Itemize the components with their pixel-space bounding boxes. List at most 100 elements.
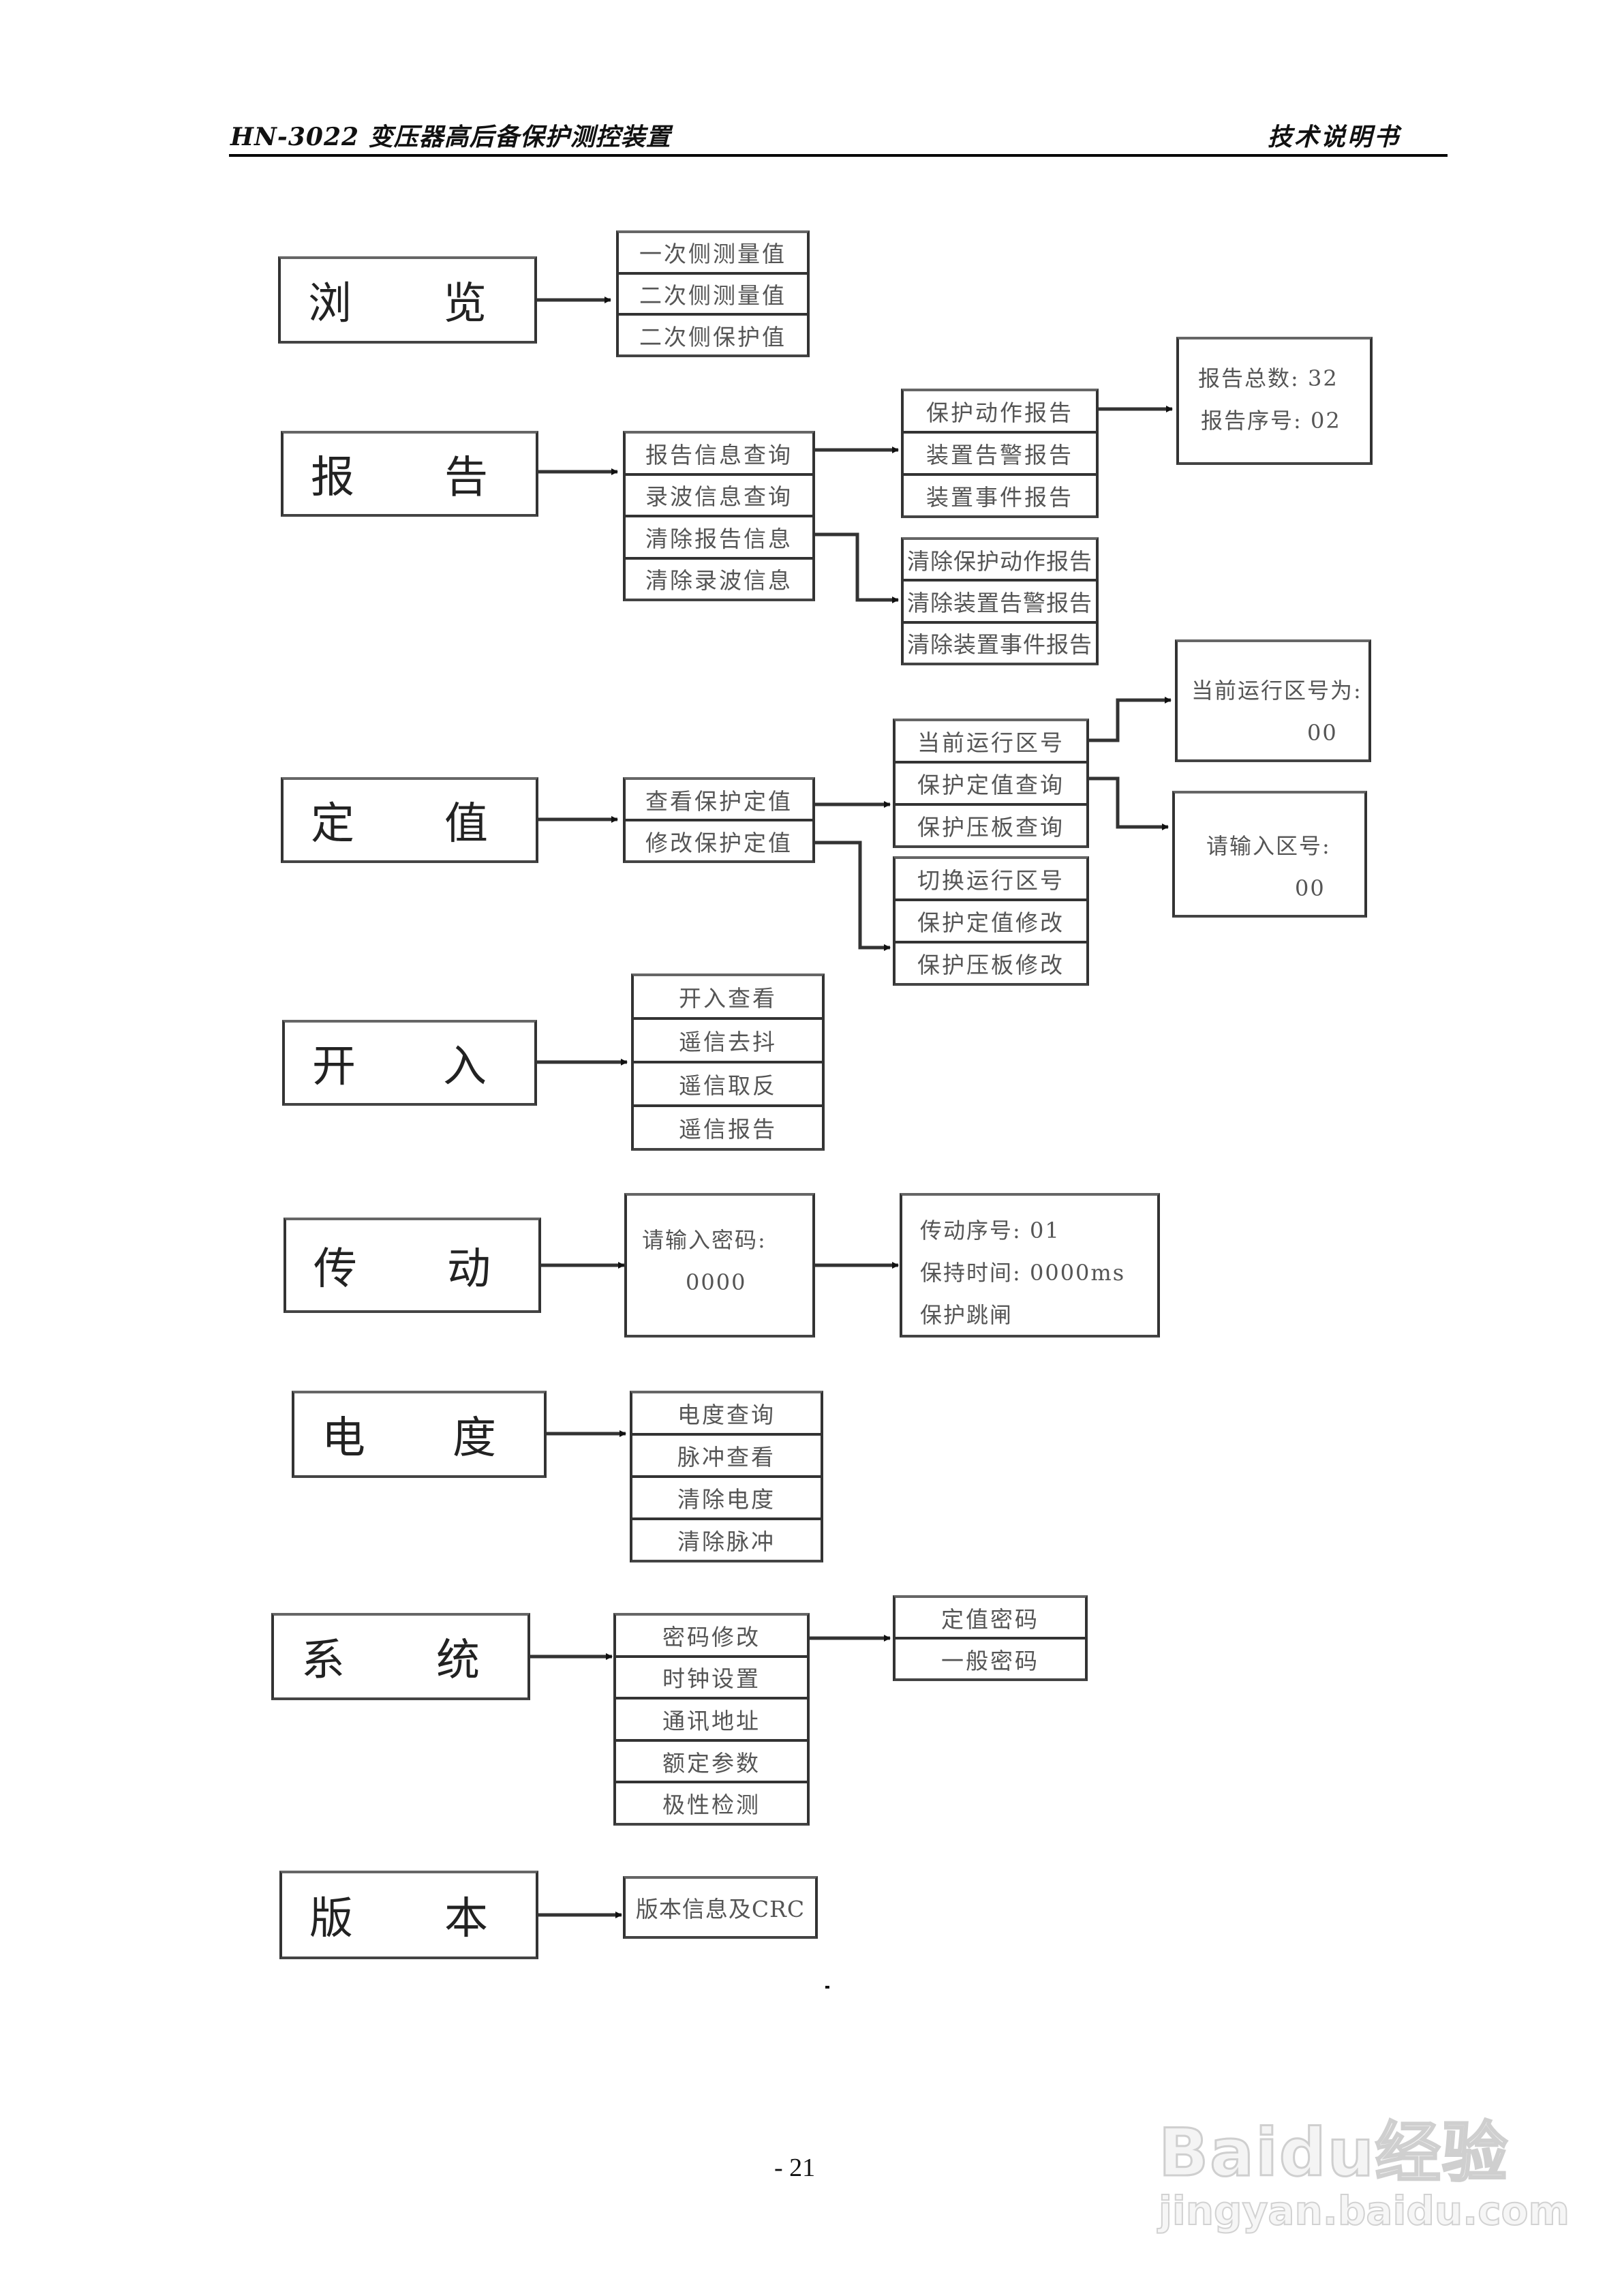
report-clear-item[interactable]: 清除保护动作报告	[904, 540, 1096, 582]
transmission-password-value[interactable]: 0000	[686, 1269, 747, 1295]
current-zone-panel: 当前运行区号为: 00	[1175, 639, 1371, 762]
transmission-seq-label: 传动序号:	[920, 1218, 1022, 1243]
system-submenu: 密码修改 时钟设置 通讯地址 额定参数 极性检测	[613, 1613, 810, 1826]
menu-system-label-a: 系	[301, 1635, 345, 1686]
binary-input-item[interactable]: 遥信报告	[679, 1116, 777, 1143]
system-password-submenu: 定值密码 一般密码	[893, 1595, 1088, 1681]
menu-energy-label-a: 电	[322, 1413, 365, 1464]
report-query-item[interactable]: 装置事件报告	[926, 484, 1073, 511]
setting-view-item[interactable]: 保护定值查询	[896, 764, 1086, 806]
version-item[interactable]: 版本信息及CRC	[635, 1896, 806, 1922]
setting-item[interactable]: 修改保护定值	[645, 829, 793, 856]
binary-input-item[interactable]: 遥信取反	[634, 1063, 822, 1107]
report-index-value: 02	[1310, 408, 1341, 434]
energy-item[interactable]: 电度查询	[632, 1393, 821, 1436]
system-password-item[interactable]: 定值密码	[896, 1598, 1085, 1640]
setting-modify-item[interactable]: 保护定值修改	[896, 901, 1086, 943]
system-password-item[interactable]: 一般密码	[941, 1647, 1039, 1674]
binary-input-item[interactable]: 开入查看	[634, 976, 822, 1020]
watermark-url: jingyan.baidu.com	[1158, 2187, 1570, 2235]
report-total-line: 报告总数: 32	[1198, 357, 1370, 399]
setting-view-item[interactable]: 当前运行区号	[896, 721, 1086, 764]
report-query-item[interactable]: 保护动作报告	[904, 391, 1096, 434]
menu-energy[interactable]: 电 度	[292, 1391, 547, 1478]
setting-item[interactable]: 查看保护定值	[626, 780, 812, 821]
report-clear-item[interactable]: 清除装置事件报告	[907, 631, 1092, 659]
setting-submenu: 查看保护定值 修改保护定值	[623, 777, 815, 863]
report-index-line: 报告序号: 02	[1198, 399, 1370, 442]
stray-mark	[825, 1986, 829, 1989]
menu-system[interactable]: 系 统	[271, 1613, 530, 1700]
browse-submenu: 一次侧测量值 二次侧测量值 二次侧保护值	[616, 230, 810, 357]
input-zone-panel: 请输入区号: 00	[1172, 791, 1367, 918]
report-clear-item[interactable]: 清除装置告警报告	[904, 581, 1096, 624]
current-zone-value: 00	[1307, 720, 1338, 746]
report-total-value: 32	[1307, 365, 1338, 391]
arrow-setting-current	[1089, 697, 1172, 742]
system-item[interactable]: 时钟设置	[616, 1658, 807, 1700]
arrow-setting-modify	[815, 841, 891, 951]
report-clear-submenu: 清除保护动作报告 清除装置告警报告 清除装置事件报告	[901, 537, 1099, 665]
menu-report-label-b: 告	[444, 453, 488, 503]
binary-input-item[interactable]: 遥信去抖	[634, 1020, 822, 1063]
transmission-seq-value: 01	[1029, 1218, 1060, 1243]
header-rule	[229, 154, 1448, 157]
setting-modify-submenu: 切换运行区号 保护定值修改 保护压板修改	[893, 856, 1089, 986]
document-type: 技术说明书	[1268, 123, 1401, 151]
system-item[interactable]: 额定参数	[616, 1742, 807, 1784]
setting-view-item[interactable]: 保护压板查询	[917, 814, 1065, 841]
menu-transmission[interactable]: 传 动	[284, 1218, 541, 1313]
setting-modify-item[interactable]: 切换运行区号	[896, 859, 1086, 901]
setting-modify-item[interactable]: 保护压板修改	[917, 952, 1065, 978]
current-zone-label: 当前运行区号为:	[1191, 678, 1362, 704]
menu-report[interactable]: 报 告	[281, 431, 538, 517]
browse-item[interactable]: 二次侧保护值	[639, 323, 786, 350]
menu-transmission-label-b: 动	[447, 1244, 491, 1295]
arrow-report-clear	[815, 532, 899, 603]
transmission-hold-value: 0000ms	[1029, 1260, 1126, 1286]
report-query-item[interactable]: 装置告警报告	[904, 434, 1096, 476]
energy-item[interactable]: 脉冲查看	[632, 1436, 821, 1478]
energy-item[interactable]: 清除脉冲	[677, 1528, 776, 1555]
energy-submenu: 电度查询 脉冲查看 清除电度 清除脉冲	[630, 1391, 823, 1562]
menu-transmission-label-a: 传	[313, 1244, 357, 1295]
report-total-label: 报告总数:	[1198, 365, 1300, 391]
menu-system-label-b: 统	[436, 1635, 480, 1686]
report-item[interactable]: 清除报告信息	[626, 517, 812, 560]
report-submenu: 报告信息查询 录波信息查询 清除报告信息 清除录波信息	[623, 431, 815, 601]
menu-browse-label-b: 览	[443, 279, 487, 329]
transmission-seq-line: 传动序号: 01	[920, 1209, 1157, 1252]
report-item[interactable]: 录波信息查询	[626, 476, 812, 517]
menu-binary-input[interactable]: 开 入	[282, 1020, 537, 1106]
report-item[interactable]: 报告信息查询	[626, 434, 812, 476]
system-item[interactable]: 极性检测	[662, 1792, 761, 1819]
input-zone-value: 00	[1295, 875, 1326, 901]
setting-view-submenu: 当前运行区号 保护定值查询 保护压板查询	[893, 719, 1089, 848]
menu-browse-label-a: 浏	[308, 279, 352, 329]
menu-version[interactable]: 版 本	[279, 1871, 538, 1959]
watermark-logo: Baidu经验	[1158, 2114, 1509, 2192]
menu-energy-label-b: 度	[453, 1413, 496, 1464]
menu-version-label-b: 本	[444, 1894, 488, 1944]
browse-item[interactable]: 二次侧测量值	[619, 275, 807, 316]
arrow-setting-input	[1089, 776, 1169, 830]
system-item[interactable]: 密码修改	[616, 1616, 807, 1658]
report-index-label: 报告序号:	[1201, 408, 1302, 434]
transmission-password-panel: 请输入密码: 0000	[624, 1193, 815, 1338]
input-zone-label: 请输入区号:	[1206, 833, 1331, 859]
menu-setting-label-a: 定	[311, 799, 354, 849]
transmission-hold-line: 保持时间: 0000ms	[920, 1252, 1157, 1294]
report-item[interactable]: 清除录波信息	[645, 567, 793, 594]
browse-item[interactable]: 一次侧测量值	[619, 233, 807, 275]
menu-browse[interactable]: 浏 览	[278, 256, 537, 344]
report-query-submenu: 保护动作报告 装置告警报告 装置事件报告	[901, 389, 1099, 518]
menu-setting[interactable]: 定 值	[281, 777, 538, 863]
transmission-detail-panel: 传动序号: 01 保持时间: 0000ms 保护跳闸	[900, 1193, 1160, 1338]
page-number: - 21	[774, 2154, 816, 2182]
menu-binary-input-label-a: 开	[312, 1042, 356, 1092]
system-item[interactable]: 通讯地址	[616, 1700, 807, 1742]
energy-item[interactable]: 清除电度	[632, 1478, 821, 1520]
menu-report-label-a: 报	[311, 453, 354, 503]
menu-binary-input-label-b: 入	[443, 1042, 487, 1092]
version-submenu: 版本信息及CRC	[623, 1876, 818, 1939]
